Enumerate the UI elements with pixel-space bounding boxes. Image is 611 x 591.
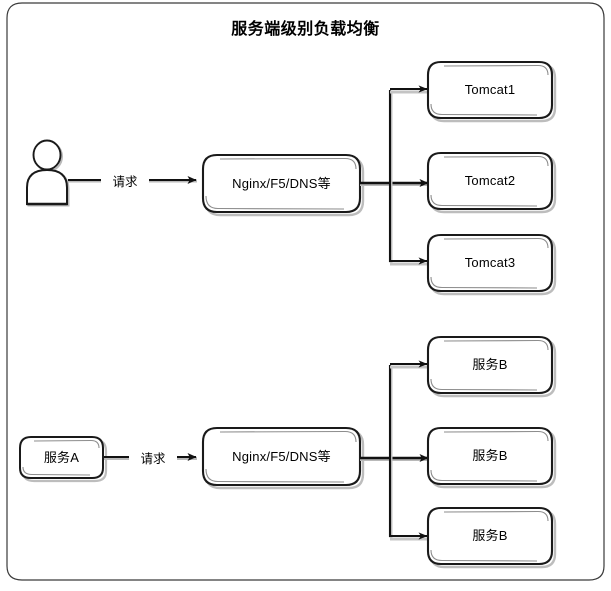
node-tomcat2: [426, 151, 557, 214]
outer-frame: [6, 2, 605, 581]
node-tomcat3: [426, 233, 557, 296]
node-tomcat1: [426, 60, 557, 123]
edge-label-request-top: 请求: [101, 171, 149, 190]
node-balancer-bottom: [201, 426, 365, 490]
edge-label-request-bottom: 请求: [129, 448, 177, 467]
edge-balancer-trunk-bottom: [360, 454, 430, 462]
edge-branches-bottom: [388, 360, 429, 541]
node-service-b-3: [426, 506, 557, 569]
edge-balancer-trunk-top: [360, 179, 430, 187]
page-title: 服务端级别负载均衡: [231, 21, 380, 38]
node-service-b-1: [426, 335, 557, 398]
user-actor-icon: [26, 139, 70, 207]
node-service-a: [19, 436, 108, 483]
node-service-b-2: [426, 426, 557, 489]
edge-branches-top: [388, 85, 429, 266]
node-balancer-top: [201, 153, 365, 217]
